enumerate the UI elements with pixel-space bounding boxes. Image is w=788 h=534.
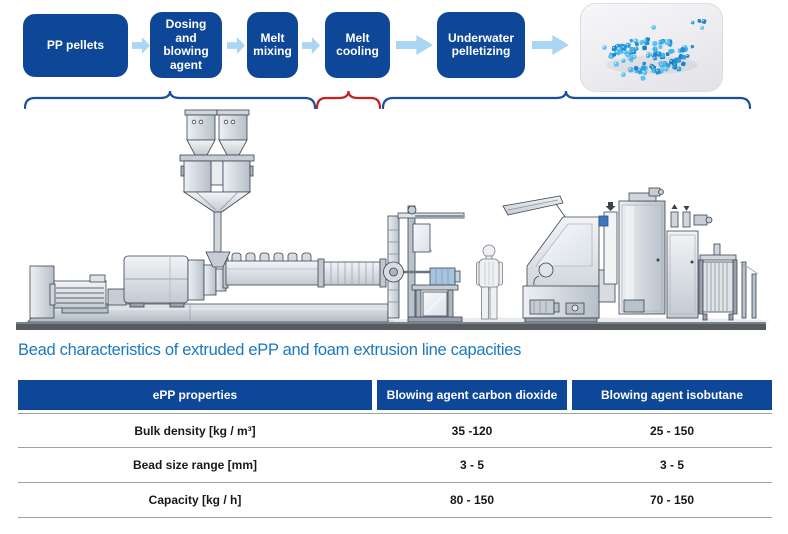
heat-exchanger xyxy=(698,243,759,321)
cell-value: 70 - 150 xyxy=(649,493,695,507)
brace-extruder-section xyxy=(23,90,317,110)
table-header-row: ePP properties Blowing agent carbon diox… xyxy=(18,380,772,410)
flow-step-label: Melt mixing xyxy=(253,30,292,58)
gearbox xyxy=(107,255,227,308)
ground-line xyxy=(16,322,766,330)
flow-step-melt-mixing: Melt mixing xyxy=(247,12,298,78)
table-header-epp-properties: ePP properties xyxy=(18,380,372,410)
cell-value: 80 - 150 xyxy=(449,493,495,507)
gravimetric-dosing xyxy=(179,154,255,268)
section-heading: Bead characteristics of extruded ePP and… xyxy=(18,341,522,359)
row-label: Capacity [kg / h] xyxy=(148,493,242,507)
brace-melt-cooling-section xyxy=(315,90,382,110)
row-label: Bead size range [mm] xyxy=(132,458,258,472)
table-row-bulk-density: Bulk density [kg / m³] 35 -120 25 - 150 xyxy=(18,413,772,448)
flow-step-dosing-blowing-agent: Dosing and blowing agent xyxy=(150,12,222,78)
extrusion-line-illustration xyxy=(16,90,770,330)
flow-step-pp-pellets: PP pellets xyxy=(23,14,128,77)
cell-value: 25 - 150 xyxy=(649,424,695,438)
machinery xyxy=(16,109,770,330)
table-row-bead-size: Bead size range [mm] 3 - 5 3 - 5 xyxy=(18,448,772,483)
pellets-cluster-svg xyxy=(602,18,707,81)
flow-step-label: Melt cooling xyxy=(336,30,379,58)
flow-step-label: PP pellets xyxy=(46,37,105,52)
row-label: Bulk density [kg / m³] xyxy=(134,424,256,438)
table-header-carbon-dioxide: Blowing agent carbon dioxide xyxy=(377,380,567,410)
epp-pellets-image xyxy=(580,3,723,92)
epp-properties-table: ePP properties Blowing agent carbon diox… xyxy=(18,380,772,518)
twin-screw-extruder xyxy=(222,252,323,289)
brace-pelletizing-section xyxy=(381,90,752,110)
cell-value: 3 - 5 xyxy=(659,458,684,472)
feeder-hoppers xyxy=(184,109,250,156)
flow-step-label: Underwater pelletizing xyxy=(447,30,515,58)
drying-tower xyxy=(598,187,666,315)
flow-step-label: Dosing and blowing agent xyxy=(163,17,209,72)
flow-step-melt-cooling: Melt cooling xyxy=(325,12,390,78)
table-row-capacity: Capacity [kg / h] 80 - 150 70 - 150 xyxy=(18,483,772,518)
cell-value: 3 - 5 xyxy=(459,458,484,472)
pellet-dryer xyxy=(502,195,600,323)
table-body: Bulk density [kg / m³] 35 -120 25 - 150 … xyxy=(18,413,772,518)
table-header-isobutane: Blowing agent isobutane xyxy=(572,380,772,410)
underwater-pelletizer xyxy=(383,205,465,323)
operator-figure xyxy=(476,244,503,320)
pellets-cluster xyxy=(602,18,707,81)
flow-step-underwater-pelletizing: Underwater pelletizing xyxy=(437,12,525,78)
control-cabinet xyxy=(666,204,713,319)
drive-motor xyxy=(29,265,109,319)
cell-value: 35 -120 xyxy=(451,424,493,438)
